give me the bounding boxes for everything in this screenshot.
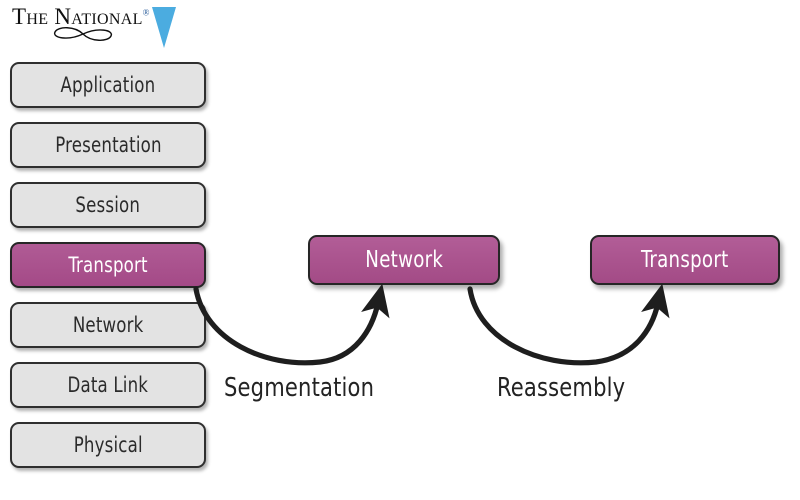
node-network[interactable]: Network — [308, 235, 500, 285]
osi-layer-label: Network — [72, 313, 144, 337]
osi-layer-presentation[interactable]: Presentation — [10, 122, 206, 168]
osi-layer-label: Transport — [68, 253, 148, 277]
osi-layer-data-link[interactable]: Data Link — [10, 362, 206, 408]
osi-layer-label: Session — [75, 193, 141, 217]
node-label: Network — [365, 247, 443, 273]
node-transport[interactable]: Transport — [590, 235, 780, 285]
osi-layer-transport[interactable]: Transport — [10, 242, 206, 288]
flow-arrow-segmentation — [193, 283, 390, 366]
osi-layer-label: Application — [60, 73, 156, 97]
flow-arrow-reassembly — [467, 283, 670, 366]
osi-layer-label: Data Link — [67, 373, 149, 397]
brand-logo: The National® — [12, 2, 187, 48]
osi-layer-label: Presentation — [54, 133, 162, 157]
flow-label-segmentation: Segmentation — [224, 373, 375, 403]
osi-layer-physical[interactable]: Physical — [10, 422, 206, 468]
osi-layer-label: Physical — [73, 433, 143, 457]
osi-layer-network[interactable]: Network — [10, 302, 206, 348]
logo-wordmark-text: The National — [12, 4, 143, 29]
node-label: Transport — [641, 247, 729, 273]
logo-wordmark: The National® — [12, 5, 150, 28]
osi-layer-application[interactable]: Application — [10, 62, 206, 108]
flow-label-reassembly: Reassembly — [497, 373, 626, 403]
osi-layer-session[interactable]: Session — [10, 182, 206, 228]
logo-swash-ornament-icon — [54, 27, 112, 41]
logo-triangle-icon — [152, 7, 176, 48]
registered-trademark-icon: ® — [142, 7, 150, 18]
